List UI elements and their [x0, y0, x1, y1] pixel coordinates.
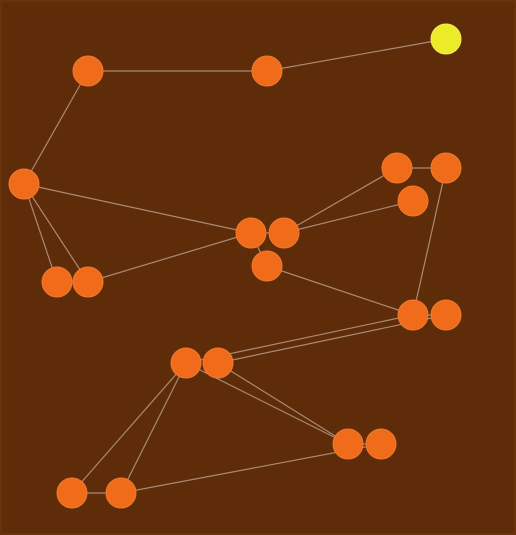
graph-node[interactable] [72, 266, 104, 298]
graph-edge [266, 265, 414, 316]
graph-edge [23, 183, 89, 283]
graph-node[interactable] [72, 55, 104, 87]
graph-edge [87, 232, 252, 283]
graph-node[interactable] [251, 55, 283, 87]
graph-node[interactable] [235, 217, 267, 249]
graph-node[interactable] [202, 347, 234, 379]
graph-node[interactable] [41, 266, 73, 298]
graph-edge [71, 362, 187, 494]
graph-node[interactable] [365, 428, 397, 460]
graph-node[interactable] [56, 477, 88, 509]
graph-node[interactable] [251, 250, 283, 282]
edges-layer [23, 38, 447, 494]
graph-edge [283, 167, 398, 234]
graph-edge [23, 183, 252, 234]
graph-node[interactable] [430, 299, 462, 331]
nodes-layer [8, 23, 462, 509]
graph-node[interactable] [105, 477, 137, 509]
graph-edge [23, 70, 89, 185]
graph-node[interactable] [397, 299, 429, 331]
graph-node[interactable] [381, 152, 413, 184]
graph-edge [266, 38, 447, 72]
graph-edge [412, 167, 447, 316]
graph-node[interactable] [268, 217, 300, 249]
graph-edge [217, 362, 349, 445]
graph-edge [23, 183, 58, 283]
graph-node[interactable] [430, 152, 462, 184]
selected-node[interactable] [430, 23, 462, 55]
graph-node[interactable] [332, 428, 364, 460]
graph-node[interactable] [170, 347, 202, 379]
graph-node[interactable] [397, 185, 429, 217]
graph-edge [283, 200, 414, 234]
graph-edge [120, 362, 187, 494]
graph-node[interactable] [8, 168, 40, 200]
